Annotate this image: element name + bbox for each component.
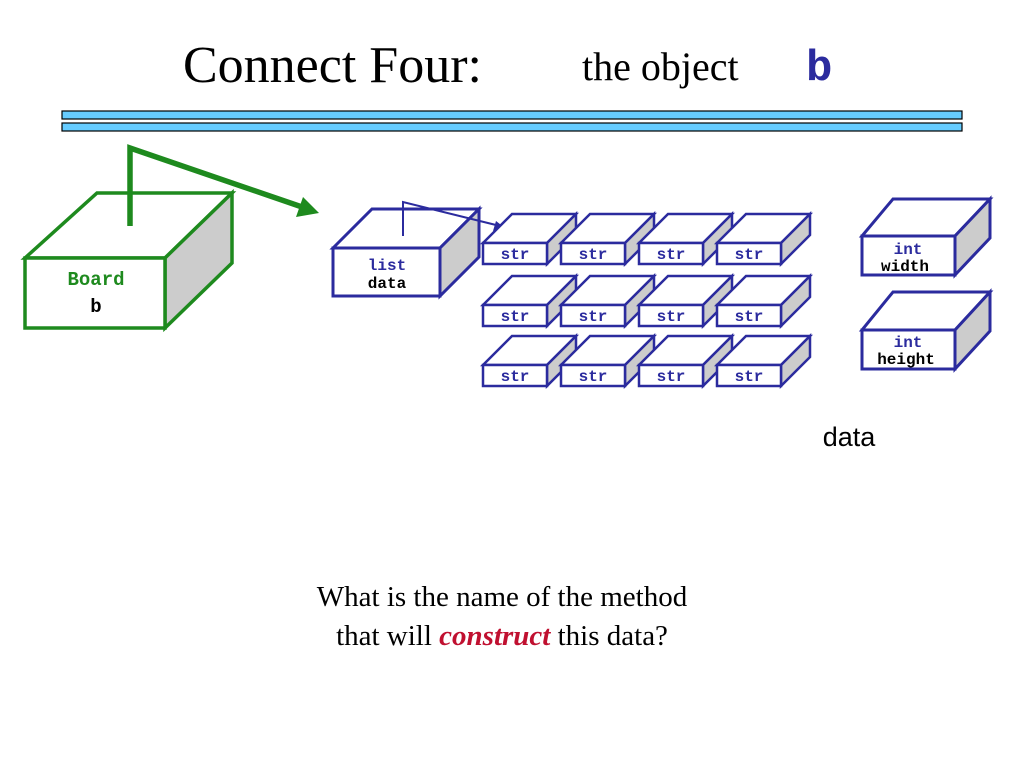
str-cell-label: str: [501, 368, 530, 386]
str-cell-front: [481, 363, 549, 388]
str-cell-front: [637, 303, 705, 328]
height-type-label: int: [894, 334, 923, 352]
str-cell: str: [713, 272, 814, 330]
str-cell-label: str: [657, 246, 686, 264]
str-cell-label: str: [579, 368, 608, 386]
title-sub: the object: [582, 44, 739, 89]
title-variable: b: [806, 44, 832, 94]
height-name-label: height: [877, 351, 935, 369]
list-name-label: data: [368, 275, 407, 293]
str-cell: str: [713, 332, 814, 390]
title-rule-bottom: [61, 122, 963, 132]
str-cell: str: [635, 332, 736, 390]
str-cell-label: str: [579, 308, 608, 326]
str-cell: str: [635, 272, 736, 330]
str-cell: str: [635, 210, 736, 268]
board-reference-arrow: [127, 144, 319, 226]
str-cell-front: [715, 241, 783, 266]
question-line-2-suffix: this data?: [550, 620, 668, 652]
data-caption: data: [823, 422, 877, 452]
title-rule: [61, 110, 963, 132]
str-cell-label: str: [579, 246, 608, 264]
str-cell-front: [559, 363, 627, 388]
str-cell-front: [481, 241, 549, 266]
title-main: Connect Four:: [183, 37, 482, 94]
str-cell-label: str: [657, 308, 686, 326]
question-line-2-prefix: that will: [336, 620, 439, 652]
title-rule-top: [61, 110, 963, 120]
str-cell-label: str: [501, 308, 530, 326]
board-arrow-head: [296, 197, 319, 217]
str-cell-label: str: [735, 308, 764, 326]
board-name-label: b: [90, 296, 101, 318]
str-cell: str: [479, 272, 580, 330]
str-grid: str str str str str str str str str str str str: [479, 210, 814, 390]
str-cell-label: str: [501, 246, 530, 264]
width-name-label: width: [881, 258, 929, 276]
str-cell-front: [559, 303, 627, 328]
board-box-front: [23, 256, 167, 330]
board-arrow-line: [127, 144, 306, 226]
str-cell-front: [715, 303, 783, 328]
str-cell-label: str: [735, 246, 764, 264]
board-object-box: Board b: [20, 188, 237, 333]
str-cell-label: str: [657, 368, 686, 386]
question-line-2: that will construct this data?: [336, 620, 668, 652]
str-cell: str: [713, 210, 814, 268]
question-line-1: What is the name of the method: [317, 581, 688, 613]
str-cell: str: [479, 210, 580, 268]
list-type-label: list: [368, 257, 406, 275]
width-object-box: int width: [858, 195, 994, 279]
str-cell: str: [557, 332, 658, 390]
width-box-front: [860, 234, 957, 277]
list-object-box: list data: [329, 205, 483, 300]
list-arrow-line: [402, 200, 497, 236]
str-cell: str: [557, 272, 658, 330]
height-box-front: [860, 328, 957, 371]
list-box-front: [331, 246, 442, 298]
str-cell-front: [481, 303, 549, 328]
question-line-2-emphasis: construct: [439, 620, 551, 652]
width-type-label: int: [894, 241, 923, 259]
height-object-box: int height: [858, 288, 994, 373]
str-cell-label: str: [735, 368, 764, 386]
str-cell-front: [715, 363, 783, 388]
str-cell-front: [637, 241, 705, 266]
str-cell-front: [559, 241, 627, 266]
slide-title: Connect Four: the object b: [183, 37, 832, 94]
str-cell-front: [637, 363, 705, 388]
board-type-label: Board: [67, 269, 124, 291]
question-text: What is the name of the method that will…: [317, 581, 688, 652]
